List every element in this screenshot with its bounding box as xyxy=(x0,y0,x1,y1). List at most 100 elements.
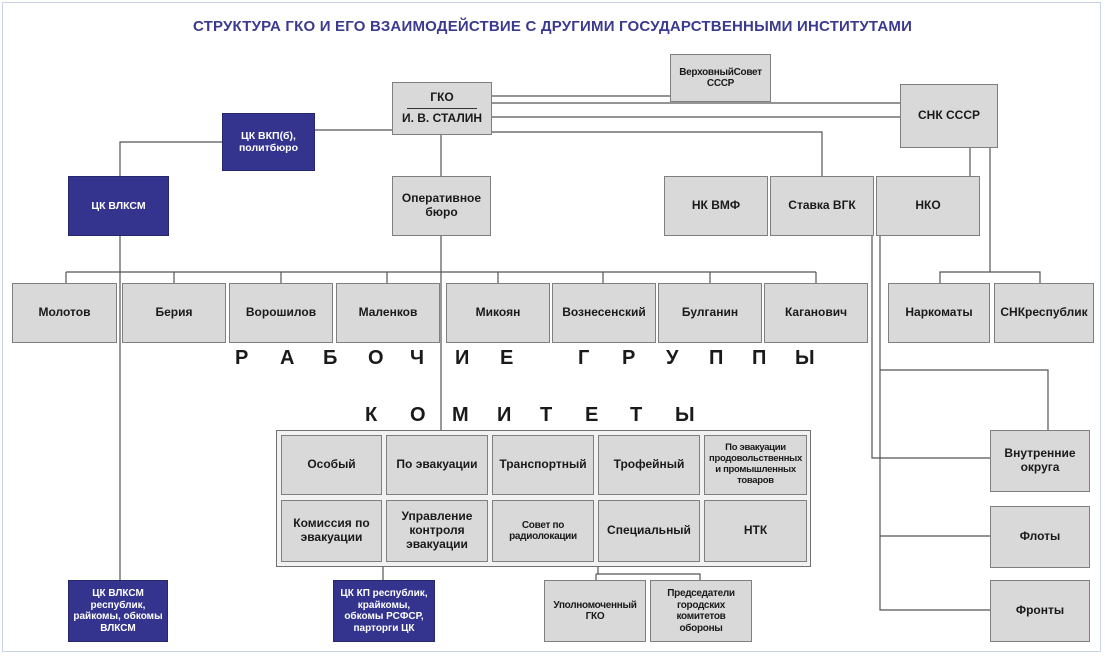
committee-label: Трофейный xyxy=(613,457,685,472)
committees-label: К О М И Т Е Т Ы xyxy=(0,404,1105,430)
wg-letter: Ы xyxy=(795,347,815,369)
nk-vmf-box: НК ВМФ xyxy=(664,176,768,236)
floty-label: Флоты xyxy=(1019,529,1061,544)
verkhovny-sovet-label: ВерховныйСовет СССР xyxy=(679,66,762,90)
snk-respublik-box: СНКреспублик xyxy=(994,283,1094,343)
committee-upravlenie: Управление контроля эвакуации xyxy=(386,500,488,562)
committee-label: Особый xyxy=(307,457,356,472)
snk-respublik-label: СНКреспублик xyxy=(1000,305,1088,320)
wg-letter: Ч xyxy=(410,347,425,369)
member-bulganin: Булганин xyxy=(658,283,762,343)
ck-vlksm-regional-label: ЦК ВЛКСМ республик, райкомы, обкомы ВЛКС… xyxy=(73,588,163,634)
committee-letter: Ы xyxy=(675,404,695,426)
committee-komissiya: Комиссия по эвакуации xyxy=(281,500,382,562)
gko-name: ГКО xyxy=(430,90,454,105)
committee-ntk: НТК xyxy=(704,500,807,562)
wg-letter: Е xyxy=(500,347,514,369)
ck-vlksm-regional-box: ЦК ВЛКСМ республик, райкомы, обкомы ВЛКС… xyxy=(68,580,168,642)
ck-vlksm-box: ЦК ВЛКСМ xyxy=(68,176,169,236)
vnutrennie-okruga-label: Внутренние округа xyxy=(1004,446,1076,474)
ck-kp-regional-box: ЦК КП республик, крайкомы, обкомы РСФСР,… xyxy=(333,580,435,642)
gko-head: И. В. СТАЛИН xyxy=(401,111,483,125)
ck-vkp-box: ЦК ВКП(б), политбюро xyxy=(222,113,315,171)
vnutrennie-okruga-box: Внутренние округа xyxy=(990,430,1090,492)
committee-letter: Т xyxy=(630,404,643,426)
wg-letter: Б xyxy=(323,347,338,369)
snk-box: СНК СССР xyxy=(900,84,998,148)
committee-osoby: Особый xyxy=(281,435,382,495)
line-committees-upoln xyxy=(596,567,701,580)
upolnomochenny-box: Уполномоченный ГКО xyxy=(544,580,646,642)
member-label: Ворошилов xyxy=(245,305,317,320)
committee-label: НТК xyxy=(743,523,768,538)
line-snk-narkomaty xyxy=(939,148,991,283)
member-label: Булганин xyxy=(681,305,739,320)
gko-divider xyxy=(407,108,477,109)
committee-label: По эвакуации продовольственных и промышл… xyxy=(709,442,802,486)
working-groups-label: Р А Б О Ч И Е Г Р У П П Ы xyxy=(0,347,1105,373)
wg-letter: И xyxy=(455,347,470,369)
predsedateli-label: Председатели городских комитетов обороны xyxy=(667,588,735,634)
fronty-box: Фронты xyxy=(990,580,1090,642)
gko-box: ГКО И. В. СТАЛИН xyxy=(392,82,492,135)
wg-letter: П xyxy=(709,347,724,369)
wg-letter: Р xyxy=(235,347,249,369)
wg-letter: Г xyxy=(578,347,590,369)
verkhovny-sovet-box: ВерховныйСовет СССР xyxy=(670,54,771,102)
committee-letter: Т xyxy=(540,404,553,426)
stavka-label: Ставка ВГК xyxy=(788,198,856,213)
committee-letter: О xyxy=(410,404,426,426)
committee-trofeiny: Трофейный xyxy=(598,435,700,495)
operativnoe-buro-box: Оперативное бюро xyxy=(392,176,491,236)
member-label: Каганович xyxy=(784,305,848,320)
narkomaty-box: Наркоматы xyxy=(888,283,990,343)
operativnoe-buro-label: Оперативное бюро xyxy=(401,191,482,219)
nko-label: НКО xyxy=(915,198,941,213)
member-kaganovich: Каганович xyxy=(764,283,868,343)
wg-letter: А xyxy=(280,347,295,369)
committee-label: По эвакуации xyxy=(396,457,478,472)
member-beria: Берия xyxy=(122,283,226,343)
diagram-title: СТРУКТУРА ГКО И ЕГО ВЗАИМОДЕЙСТВИЕ С ДРУ… xyxy=(192,18,913,35)
committee-transportny: Транспортный xyxy=(492,435,594,495)
nk-vmf-label: НК ВМФ xyxy=(691,198,741,213)
committee-letter: К xyxy=(365,404,378,426)
committee-label: Комиссия по эвакуации xyxy=(293,516,370,544)
stavka-box: Ставка ВГК xyxy=(770,176,874,236)
committee-letter: Е xyxy=(585,404,599,426)
floty-box: Флоты xyxy=(990,506,1090,568)
member-mikoyan: Микоян xyxy=(446,283,550,343)
member-molotov: Молотов xyxy=(12,283,117,343)
wg-letter: О xyxy=(368,347,384,369)
wg-letter: П xyxy=(752,347,767,369)
upolnomochenny-label: Уполномоченный ГКО xyxy=(553,599,637,623)
line-gko-military xyxy=(492,131,823,176)
committee-label: Транспортный xyxy=(499,457,587,472)
member-label: Маленков xyxy=(358,305,418,320)
line-military-down xyxy=(879,200,990,611)
member-label: Микоян xyxy=(475,305,521,320)
committee-evakuacii-tovarov: По эвакуации продовольственных и промышл… xyxy=(704,435,807,495)
committee-specialny: Специальный xyxy=(598,500,700,562)
ck-vkp-label: ЦК ВКП(б), политбюро xyxy=(238,129,299,154)
member-label: Берия xyxy=(155,305,193,320)
line-ckvkp-vlksm xyxy=(119,141,222,176)
ck-kp-regional-label: ЦК КП республик, крайкомы, обкомы РСФСР,… xyxy=(340,588,428,634)
member-label: Вознесенский xyxy=(562,305,646,320)
committee-letter: И xyxy=(497,404,512,426)
narkomaty-label: Наркоматы xyxy=(905,305,973,320)
ck-vlksm-label: ЦК ВЛКСМ xyxy=(91,199,146,212)
committee-letter: М xyxy=(452,404,469,426)
snk-label: СНК СССР xyxy=(918,108,980,123)
member-voznesensky: Вознесенский xyxy=(552,283,656,343)
wg-letter: Р xyxy=(622,347,636,369)
predsedateli-box: Председатели городских комитетов обороны xyxy=(650,580,752,642)
wg-letter: У xyxy=(666,347,679,369)
committee-label: Совет по радиолокации xyxy=(509,519,577,543)
nko-box: НКО xyxy=(876,176,980,236)
member-voroshilov: Ворошилов xyxy=(229,283,333,343)
committee-label: Специальный xyxy=(607,523,691,538)
member-label: Молотов xyxy=(38,305,91,320)
